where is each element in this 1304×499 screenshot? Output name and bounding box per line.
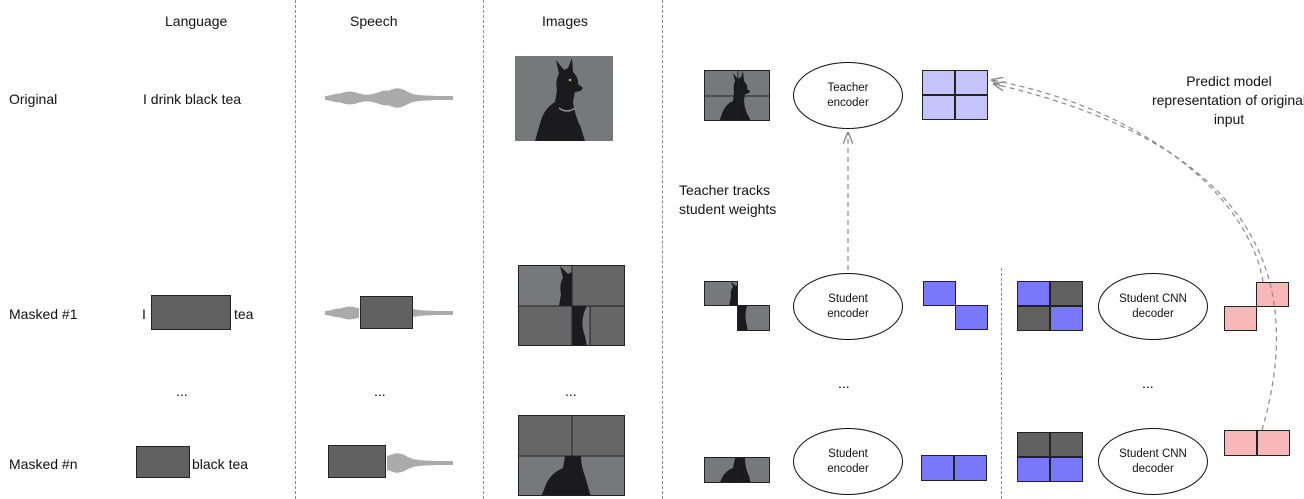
language-masked-1-prefix: I xyxy=(142,306,146,322)
divider-speech-images xyxy=(483,0,484,499)
dog-image-masked-n xyxy=(518,415,625,496)
teacher-input-patches xyxy=(704,70,770,121)
language-mask-token xyxy=(151,295,231,330)
column-header-speech: Speech xyxy=(350,13,398,29)
student-encoder-node-1: Student encoder xyxy=(793,273,903,340)
speech-mask-block xyxy=(360,296,413,329)
row-label-masked-1: Masked #1 xyxy=(9,306,78,322)
teacher-representation xyxy=(922,70,988,120)
repr-cell xyxy=(955,305,988,330)
ellipsis: ... xyxy=(176,383,188,399)
waveform-masked-1 xyxy=(325,306,453,320)
language-masked-n-suffix: black tea xyxy=(192,456,249,472)
patch xyxy=(737,305,770,331)
teacher-encoder-node: Teacher encoder xyxy=(793,62,903,129)
dog-image-original xyxy=(515,56,613,141)
student-encoder-label: Student encoder xyxy=(827,447,869,475)
prediction-n xyxy=(1224,430,1290,456)
annotation-predict: Predict model representation of original… xyxy=(1151,73,1304,127)
student-cnn-decoder-label: Student CNN decoder xyxy=(1119,292,1187,320)
ellipsis: ... xyxy=(565,383,577,399)
row-label-original: Original xyxy=(9,91,58,107)
ellipsis: ... xyxy=(374,383,386,399)
row-label-masked-n: Masked #n xyxy=(9,456,78,472)
prediction-cell xyxy=(1224,306,1257,331)
language-original-text: I drink black tea xyxy=(143,91,242,107)
ellipsis: ... xyxy=(838,375,850,391)
student-cnn-decoder-node-n: Student CNN decoder xyxy=(1098,428,1208,495)
decoder-input-n xyxy=(1017,432,1083,482)
divider-encoder-decoder xyxy=(1001,268,1002,499)
divider-language-speech xyxy=(295,0,296,499)
decoder-input-1 xyxy=(1017,281,1083,331)
student-encoder-label: Student encoder xyxy=(827,292,869,320)
speech-mask-block xyxy=(328,445,386,478)
patch xyxy=(704,281,738,306)
annotation-teacher-tracks: Teacher tracks student weights xyxy=(679,182,777,217)
student-cnn-decoder-label: Student CNN decoder xyxy=(1119,447,1187,475)
language-mask-token xyxy=(136,446,190,478)
predict-arrow-n xyxy=(994,84,1278,431)
waveform-masked-n xyxy=(387,453,453,473)
ellipsis: ... xyxy=(1142,375,1154,391)
column-header-language: Language xyxy=(165,13,228,29)
repr-cell xyxy=(923,281,956,306)
language-masked-1-suffix: tea xyxy=(234,306,254,322)
student-cnn-decoder-node-1: Student CNN decoder xyxy=(1098,273,1208,340)
divider-images-model xyxy=(662,0,663,499)
waveform-original xyxy=(325,88,453,108)
predict-arrow-1 xyxy=(992,80,1264,283)
dog-image-masked-1 xyxy=(518,265,625,346)
student-representation-n xyxy=(921,455,987,481)
column-header-images: Images xyxy=(542,13,588,29)
student-input-patches-n xyxy=(704,457,770,483)
student-encoder-node-n: Student encoder xyxy=(793,428,903,495)
teacher-encoder-label: Teacher encoder xyxy=(827,81,869,109)
